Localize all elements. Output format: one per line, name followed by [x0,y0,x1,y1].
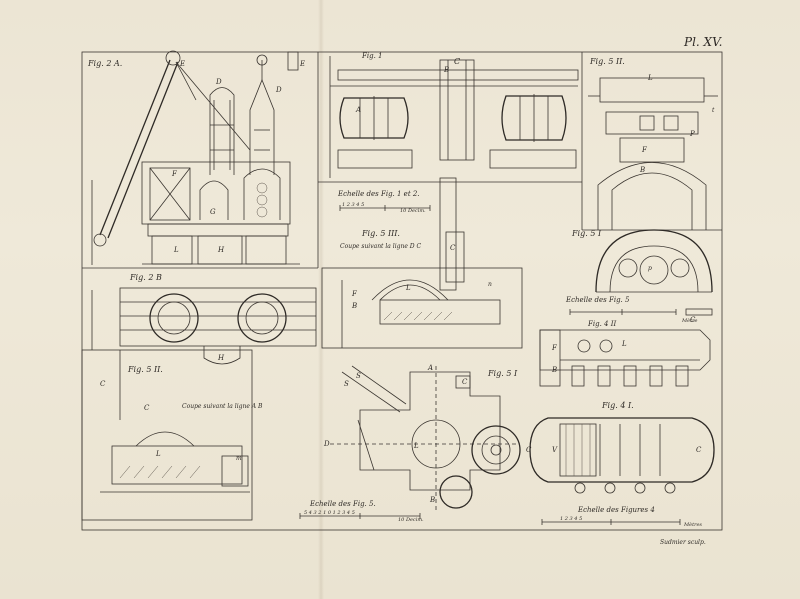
letter-L-mid: L [405,284,411,292]
plate-number: Pl. XV. [683,35,722,49]
fig-4i-plan [529,417,715,494]
letter-n: n [488,281,492,288]
scale-title-fig-4: Echelle des Figures 4 [577,506,655,514]
letter-H-2: H [217,354,225,362]
scale-fig-5-right [569,308,713,316]
fig-1-barrel-mill [318,52,583,230]
fig-4ii-section [539,329,711,387]
label-fig-2b: Fig. 2 B [129,273,162,282]
letter-E-2: E [299,60,305,68]
fig-5i-small-plan [595,229,713,293]
paper-fold [318,0,324,599]
letter-B-top: B [639,166,645,174]
scale-title-fig-5-right: Echelle des Fig. 5 [565,296,630,304]
scale-fig-4 [541,519,681,525]
scale-end-fig-1-2: 10 Decim. [400,208,426,214]
caption-fig-5iii: Coupe suivant la ligne D C [340,243,422,250]
letter-L-4ii: L [621,340,627,348]
label-fig-5i-small: Fig. 5 I [571,229,602,238]
engraver-signature: Sudmier sculp. [660,539,706,546]
letter-D-plan: D [323,440,330,448]
label-fig-4i: Fig. 4 I. [601,401,634,410]
letter-t: t [712,107,715,114]
letter-G: G [210,208,216,216]
plate-border [81,51,723,531]
letter-L: L [173,246,179,254]
label-fig-5ii-top: Fig. 5 II. [589,57,625,66]
scale-ticks-fig-5-bottom: 5 4 3 2 1 0 1 2 3 4 5 [304,510,355,516]
label-fig-5iii: Fig. 5 III. [361,229,400,238]
letter-A: A [355,106,361,114]
scale-ticks-fig-4: 1 2 3 4 5 [560,516,582,522]
letter-L-plan: L [413,442,419,450]
letter-D: D [215,78,222,86]
label-fig-5i: Fig. 5 I [487,369,518,378]
label-fig-1: Fig. 1 [361,52,382,60]
letter-C: C [454,57,460,66]
letter-C-bottom-2: C [144,404,150,412]
letter-H: H [217,246,225,254]
letter-P: P [689,130,695,138]
letter-S: S [344,380,349,388]
scale-title-fig-5-bottom: Echelle des Fig. 5. [309,500,376,508]
label-fig-4ii: Fig. 4 II [587,320,616,328]
letter-B-mid: B [351,302,357,310]
caption-fig-5ii: Coupe suivant la ligne A B [182,403,263,410]
letter-L-top: L [647,74,653,82]
letter-L-bottom: L [155,450,161,458]
letter-C-right: C [690,316,696,324]
scale-fig-5-bottom [299,513,421,519]
letter-F-4ii: F [551,344,558,352]
scale-end-fig-5-bottom: 10 Decim. [398,517,424,523]
letter-F-mid: F [351,290,358,298]
letter-C-bottom: C [100,380,106,388]
letter-m: m [236,455,242,462]
fig-2a-furnace-elevation [82,50,319,269]
letter-A-plan: A [427,364,433,372]
letter-C-box: C [462,378,468,386]
fig-5ii-top-section [582,77,722,231]
scale-end-fig-5-right: Mètre [681,317,697,324]
letter-S-2: S [356,372,361,380]
letter-p: p [648,265,652,272]
label-fig-2a: Fig. 2 A. [87,59,122,68]
scale-ticks-fig-1-2: 1 2 3 4 5 [342,202,364,208]
fig-5i-plan [330,365,521,510]
scale-title-fig-1-2: Echelle des Fig. 1 et 2. [337,190,420,198]
letter-F: F [171,170,178,178]
letter-B-4ii: B [551,366,557,374]
letter-C-4i: C [696,446,702,454]
letter-E: E [179,60,185,68]
letter-C-mid: C [450,244,456,252]
letter-V: V [552,446,558,454]
letter-C-plan: C [526,446,532,454]
letter-F-top: F [641,146,648,154]
letter-D-2: D [275,86,282,94]
fig-2b-plan [91,287,317,365]
letter-B-plan: B [429,496,435,504]
fig-5iii-section [321,177,523,349]
label-fig-5ii-bottom: Fig. 5 II. [127,365,163,374]
scale-end-fig-4: Mètres [683,521,702,528]
letter-B: B [443,66,449,74]
fig-5ii-bottom-section [81,349,253,521]
scale-fig-1-2 [339,205,431,211]
